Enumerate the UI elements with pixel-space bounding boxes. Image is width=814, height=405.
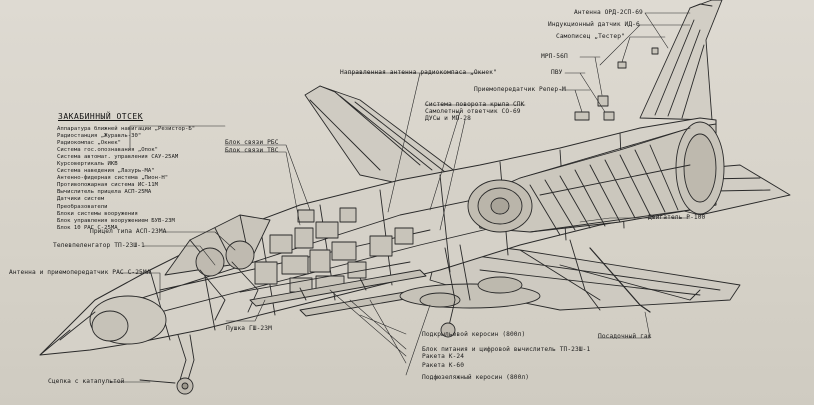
label-tvs-block: Блок связи ТВС bbox=[225, 147, 279, 154]
label-sight: Прицел типа АСП-23МА bbox=[90, 228, 167, 235]
cabin-list-item: Блоки системы вооружения bbox=[57, 210, 138, 217]
label-k24: Ракета К-24 bbox=[422, 353, 465, 360]
cabin-list-item: Аппаратура ближней навигации „Резистор-Б… bbox=[57, 126, 196, 132]
fuel-tanks bbox=[399, 276, 541, 309]
label-repeater: Приемопередатчик Репер-М bbox=[474, 86, 566, 93]
cabin-list-item: Блок управления вооружением БУВ-23М bbox=[57, 217, 175, 224]
cabin-list-item: Противопожарная система ИС-11М bbox=[57, 182, 159, 189]
label-recorder: Самописец „Тестер" bbox=[556, 33, 625, 40]
label-responder: Самолетный ответчик СО-69 bbox=[425, 108, 521, 115]
cabin-equipment-list: Аппаратура ближней навигации „Резистор-Б… bbox=[57, 126, 195, 232]
cabin-list-item: Система гос.опознавания „Опок" bbox=[57, 147, 159, 154]
label-pvu: ПВУ bbox=[551, 69, 563, 76]
tail-equipment bbox=[574, 47, 659, 121]
cabin-list-item: Преобразователи bbox=[57, 203, 108, 210]
label-gun: Пушка ГШ-23М bbox=[226, 325, 272, 332]
landing-hook bbox=[589, 247, 651, 313]
label-rbs-block: Блок связи РБС bbox=[225, 139, 279, 146]
label-engine: Двигатель Р-100 bbox=[648, 214, 706, 221]
label-mrp: МРП-56П bbox=[541, 53, 568, 60]
cabin-list-item: Радиокомпас „Окнек" bbox=[57, 140, 121, 147]
cabin-list-item: Система автомат. управления САУ-25АМ bbox=[57, 154, 179, 161]
cabin-list-item: Вычислитель прицела АСП-25МА bbox=[57, 189, 152, 196]
nose-gear bbox=[139, 334, 195, 395]
label-wing-system: Система поворота крыла СПК bbox=[425, 101, 525, 108]
label-fuselage-tank: Подфюзеляжный керосин (800л) bbox=[422, 374, 530, 381]
cabin-list-item: Система наведения „Лазурь-МА" bbox=[57, 168, 155, 175]
cockpit-canopy bbox=[164, 214, 271, 321]
label-antenna-ras: Антенна и приемопередатчик РАС С-25МА bbox=[9, 269, 151, 276]
engine bbox=[467, 121, 725, 236]
cabin-list-item: Радиостанция „Журавль-30" bbox=[57, 133, 142, 140]
cabin-list-item: Курсовертикаль ИКВ bbox=[57, 161, 118, 168]
cabin-list-item: Антенно-фидерная система „Пион-Н" bbox=[57, 175, 169, 182]
label-power-block: Блок питания и цифровой вычислитель ТП-2… bbox=[422, 346, 591, 353]
leader-lines bbox=[109, 12, 691, 383]
vertical-fin bbox=[639, 0, 723, 121]
cabin-section-title: ЗАКАБИННЫЙ ОТСЕК bbox=[58, 112, 144, 121]
label-k60: Ракета К-60 bbox=[422, 362, 465, 369]
main-gear bbox=[440, 239, 601, 338]
label-wing-tank: Подкрыльевой керосин (800л) bbox=[422, 331, 526, 338]
label-landing-hook: Посадочный гак bbox=[598, 333, 652, 340]
label-telerangefinder: Телевпеленгатор ТП-23Ш-1 bbox=[53, 242, 145, 249]
equipment-bay bbox=[254, 207, 414, 293]
upper-wing bbox=[304, 85, 461, 191]
label-radiocompass-antenna: Направленная антенна радиокомпаса „Окнек… bbox=[340, 69, 497, 76]
label-ind-sensor: Индукционный датчик ИД-6 bbox=[548, 21, 640, 28]
nose-cone bbox=[39, 295, 167, 356]
label-catapult: Сцепка с катапультой bbox=[48, 378, 125, 385]
cabin-list-item: Датчики систем bbox=[57, 196, 105, 203]
cabin-list-item: Блок 10 РАС С-25МА bbox=[57, 224, 118, 231]
label-dus: ДУСы и МП-28 bbox=[425, 115, 471, 122]
label-antenna-ord: Антенна ОРД-2СП-69 bbox=[574, 9, 643, 16]
